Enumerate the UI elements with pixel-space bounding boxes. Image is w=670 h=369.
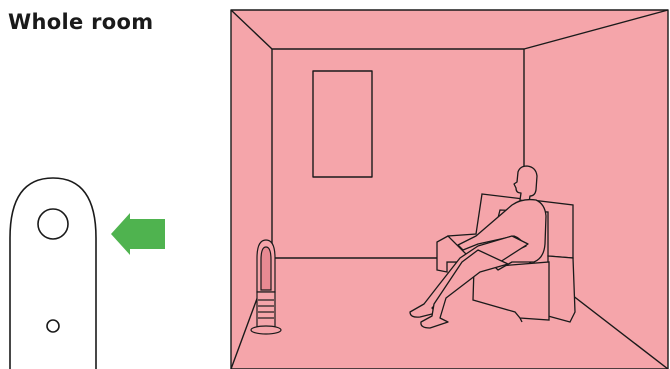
remote-control-icon [10,178,96,369]
left-arrow-icon [111,213,165,255]
room-illustration [231,10,668,369]
